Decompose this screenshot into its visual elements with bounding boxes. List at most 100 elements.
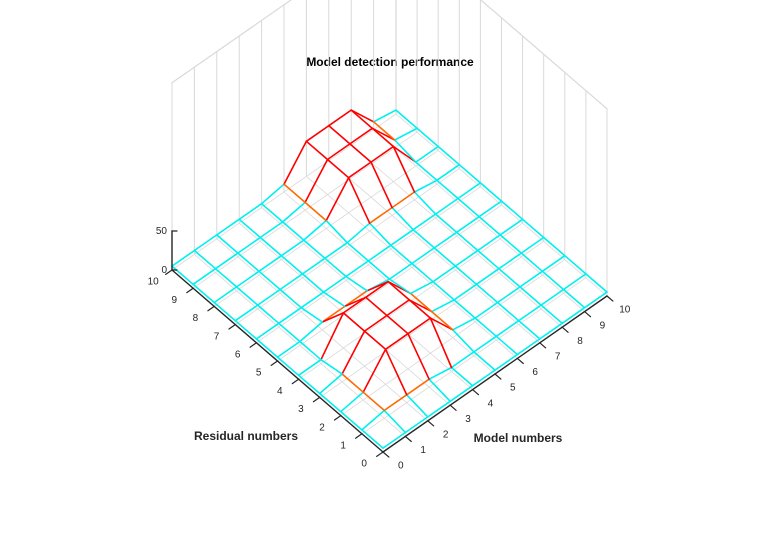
- surface-edge: [476, 249, 500, 270]
- surface-edge: [562, 273, 587, 291]
- surface-edge: [517, 319, 541, 340]
- surface-edge: [475, 283, 499, 304]
- surface-edge: [450, 366, 474, 387]
- surface-edge: [454, 249, 479, 267]
- surface-edge: [318, 392, 342, 413]
- surface-edge: [436, 163, 461, 182]
- surface-edge: [498, 252, 523, 270]
- y-tick-label: 9: [172, 295, 178, 306]
- grid-line: [373, 129, 585, 313]
- surface-edge: [322, 291, 346, 308]
- y-tick-mark: [312, 396, 321, 403]
- surface-edge: [370, 161, 393, 209]
- chart-title: Model detection performance: [306, 55, 474, 69]
- surface-edge: [475, 267, 500, 286]
- surface-edge: [540, 288, 565, 306]
- surface-edge: [478, 200, 503, 218]
- surface-edge: [388, 278, 412, 295]
- grid-line: [171, 113, 397, 271]
- surface-edge: [407, 332, 430, 381]
- surface-edge: [237, 236, 262, 254]
- surface-edge: [350, 109, 375, 123]
- grid-line: [213, 149, 439, 307]
- surface-edge: [408, 299, 432, 319]
- grid-line: [171, 0, 292, 84]
- surface-edge: [389, 244, 413, 265]
- z-tick-label: 50: [156, 226, 168, 237]
- surface-edge: [430, 299, 455, 313]
- y-tick-mark: [249, 342, 257, 348]
- surface-edge: [413, 179, 438, 193]
- surface-edge: [339, 410, 363, 431]
- x-tick-label: 1: [420, 445, 426, 456]
- surface-edge: [364, 296, 388, 317]
- surface-edge: [457, 197, 480, 218]
- surface-edge: [368, 222, 392, 247]
- y-tick-mark: [291, 378, 300, 385]
- surface-edge: [473, 335, 498, 353]
- x-tick-mark: [404, 435, 412, 443]
- surface-edge: [517, 304, 542, 322]
- x-tick-label: 7: [555, 351, 561, 362]
- surface-edge: [562, 288, 586, 309]
- surface-edge: [538, 322, 564, 340]
- y-tick-mark: [376, 451, 384, 457]
- x-tick-label: 10: [619, 305, 631, 316]
- surface-edge: [324, 257, 347, 278]
- surface-edge: [279, 288, 303, 309]
- surface-edge: [281, 221, 305, 241]
- surface-edge: [235, 286, 259, 306]
- surface-edge: [297, 358, 322, 377]
- surface-edge: [322, 275, 347, 293]
- surface-edge: [321, 305, 346, 323]
- x-tick-label: 4: [488, 398, 494, 409]
- surface-edge: [362, 348, 387, 394]
- surface-edge: [392, 145, 416, 193]
- surface-edge: [383, 393, 408, 412]
- surface-edge: [454, 265, 478, 286]
- surface-edge: [414, 161, 438, 182]
- surface-edge: [500, 200, 524, 221]
- surface-edge: [451, 328, 475, 353]
- surface-edge: [214, 252, 239, 270]
- x-tick-label: 6: [532, 367, 538, 378]
- y-tick-mark: [207, 305, 215, 312]
- surface-edge: [434, 213, 458, 234]
- surface-edge: [363, 330, 387, 351]
- surface-edge: [432, 265, 457, 283]
- surface-edge: [216, 218, 240, 236]
- surface-edge: [393, 139, 417, 163]
- surface-edge: [426, 400, 452, 418]
- surface-edge: [276, 356, 300, 377]
- surface-edge: [300, 291, 325, 309]
- surface-edge: [345, 260, 370, 278]
- x-tick-label: 3: [465, 414, 471, 425]
- surface-edge: [495, 335, 519, 356]
- surface-edge: [367, 260, 391, 280]
- surface-edge: [238, 218, 262, 239]
- surface-edge: [521, 218, 545, 239]
- surface-edge: [370, 145, 395, 163]
- surface-edge: [320, 358, 343, 375]
- surface-edge: [541, 270, 565, 291]
- surface-edge: [411, 247, 436, 265]
- surface-edge: [193, 234, 218, 252]
- surface-edge: [234, 304, 259, 322]
- surface-edge: [411, 262, 434, 283]
- x-tick-mark: [561, 326, 569, 333]
- y-tick-label: 10: [148, 277, 160, 288]
- y-tick-label: 8: [193, 313, 199, 324]
- y-tick-label: 2: [319, 422, 325, 433]
- surface-edge: [499, 218, 524, 236]
- surface-edge: [416, 127, 440, 148]
- surface-edge: [473, 351, 496, 371]
- surface-edge: [237, 252, 260, 273]
- grid-line: [234, 168, 460, 326]
- surface-edge: [325, 176, 350, 222]
- y-axis-title: Residual numbers: [194, 429, 298, 443]
- surface-edge: [585, 273, 608, 293]
- surface-edge: [320, 312, 345, 361]
- grid-line: [350, 144, 563, 328]
- surface-edge: [364, 280, 390, 299]
